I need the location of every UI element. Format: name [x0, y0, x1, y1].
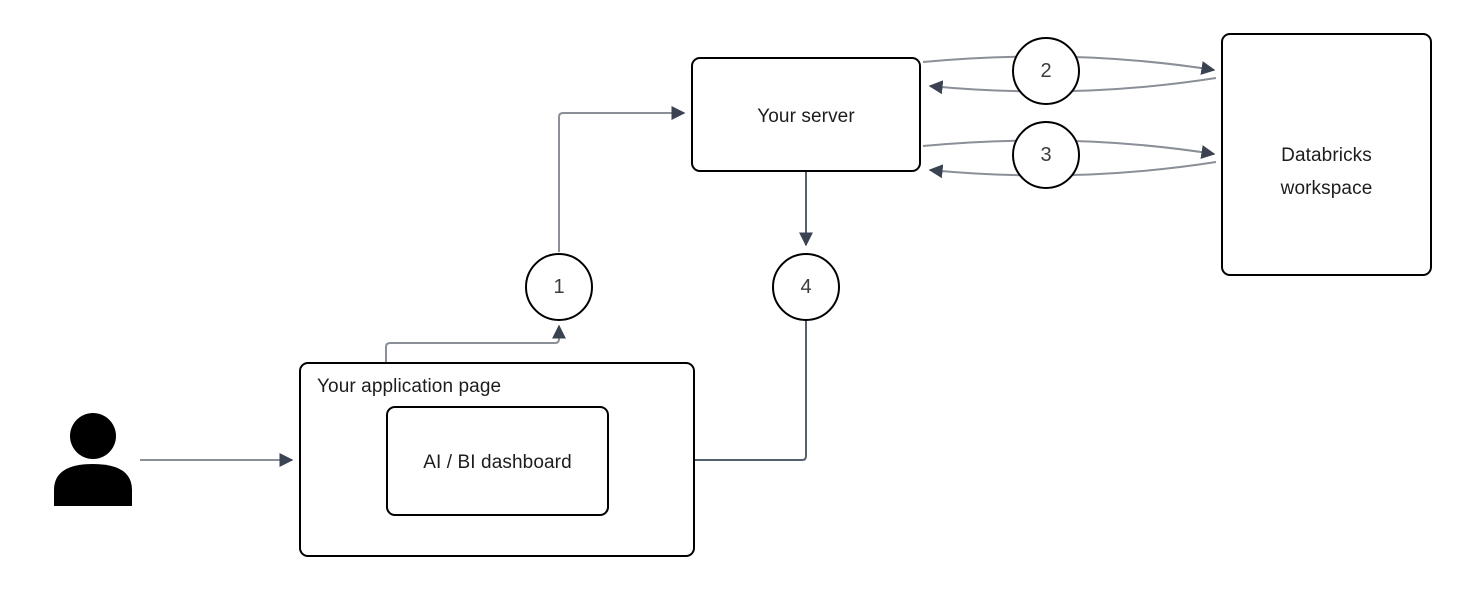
connector-app-to-step-1	[385, 324, 566, 362]
step-circle-1[interactable]: 1	[525, 253, 593, 321]
step-circle-1-number: 1	[553, 275, 565, 298]
node-your-server-label: Your server	[757, 106, 855, 127]
node-ai-bi-dashboard[interactable]: AI / BI dashboard	[386, 406, 609, 516]
node-your-application-page[interactable]: Your application page	[299, 362, 695, 557]
node-your-server[interactable]: Your server	[691, 57, 921, 172]
step-circle-4-number: 4	[800, 275, 812, 298]
node-databricks-workspace-label: Databricks workspace	[1280, 145, 1373, 199]
connector-step-4-to-dashboard	[614, 320, 807, 467]
step-circle-3-number: 3	[1040, 143, 1052, 166]
node-databricks-workspace[interactable]: Databricks workspace	[1221, 33, 1432, 276]
step-circle-4[interactable]: 4	[772, 253, 840, 321]
step-circle-2[interactable]: 2	[1012, 37, 1080, 105]
person-glyph	[54, 413, 132, 506]
connector-step-1-to-server	[558, 106, 686, 252]
node-ai-bi-dashboard-label: AI / BI dashboard	[423, 452, 572, 473]
step-circle-2-number: 2	[1040, 59, 1052, 82]
step-circle-3[interactable]: 3	[1012, 121, 1080, 189]
node-your-application-page-label: Your application page	[317, 376, 502, 397]
end-user-icon	[48, 412, 138, 506]
